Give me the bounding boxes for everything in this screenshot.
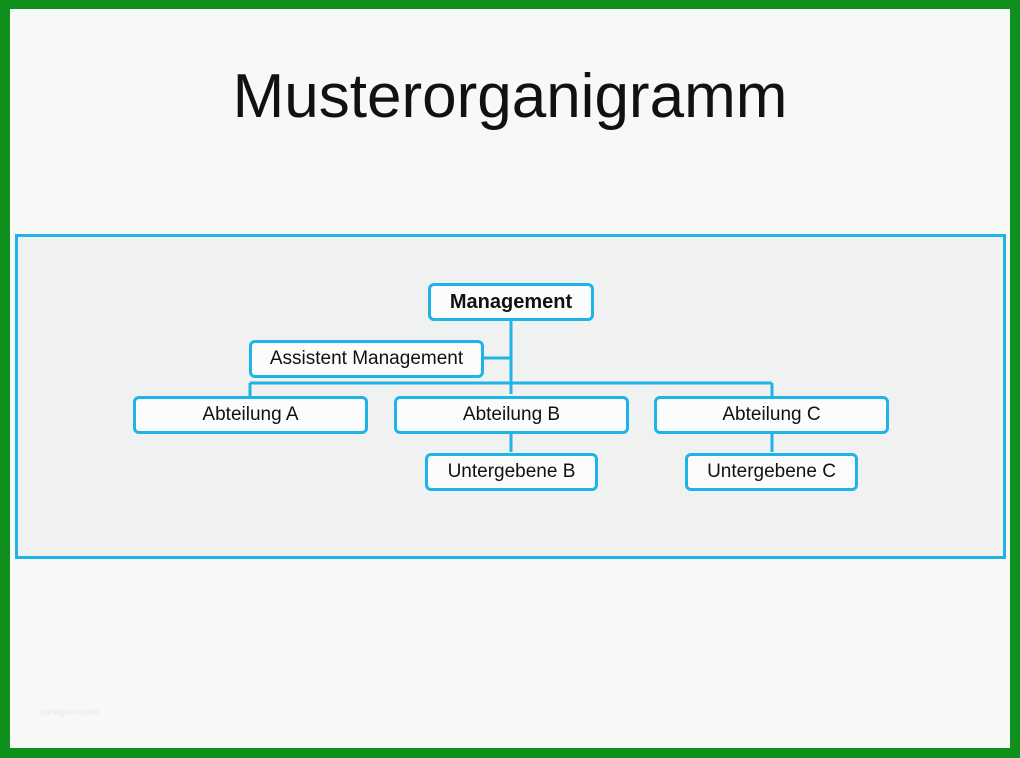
slide-title: Musterorganigramm (232, 62, 788, 131)
slide: Musterorganigramm Management Assistent M… (10, 9, 1010, 748)
watermark-text: vorlage-muster (40, 707, 101, 717)
node-subordinate-b: Untergebene B (425, 453, 598, 491)
node-management: Management (428, 283, 594, 321)
node-department-a: Abteilung A (133, 396, 368, 434)
node-department-b: Abteilung B (394, 396, 629, 434)
node-assistant-management: Assistent Management (249, 340, 484, 378)
node-department-c: Abteilung C (654, 396, 889, 434)
node-subordinate-c: Untergebene C (685, 453, 858, 491)
